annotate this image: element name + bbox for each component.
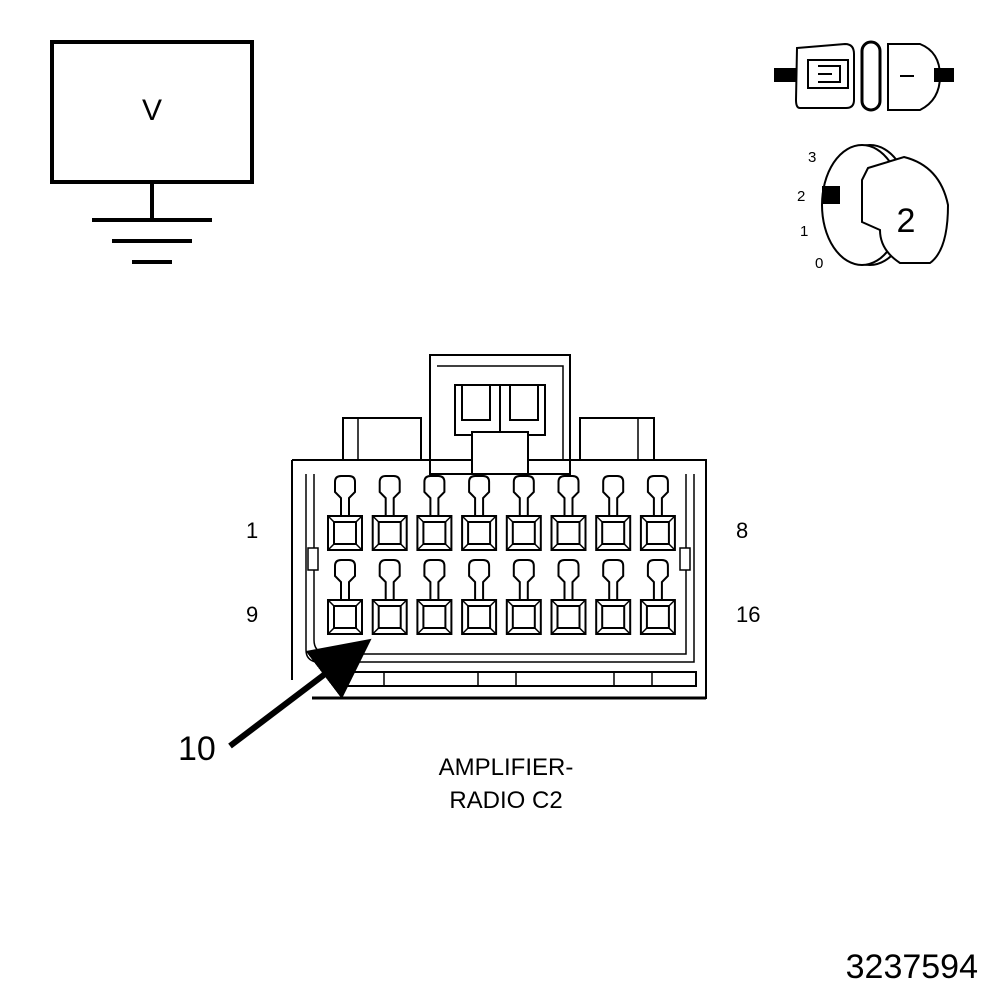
connector-title-line2: RADIO C2 — [449, 787, 562, 814]
key-position-0-label: 0 — [815, 255, 823, 272]
key-position-marker — [822, 186, 840, 204]
ground-icon — [92, 182, 212, 264]
ignition-key-icon: 3 2 1 0 2 — [797, 144, 950, 272]
connector-title-line1: AMPLIFIER- — [439, 754, 574, 781]
pin-cavity — [639, 475, 676, 551]
amplifier-radio-c2-connector: 1 8 9 16 — [246, 354, 760, 700]
pin-label-top-left: 1 — [246, 518, 258, 543]
connector-disconnect-icon — [774, 40, 954, 112]
pin-cavity — [505, 475, 542, 551]
voltmeter-label: V — [142, 94, 162, 127]
pin-cavity — [550, 475, 587, 551]
pin-cavity — [505, 559, 542, 635]
pin-cavity — [550, 559, 587, 635]
pin-cavity — [461, 559, 498, 635]
key-position-number: 2 — [897, 202, 916, 240]
pin-cavities — [327, 475, 676, 635]
key-position-3-label: 3 — [808, 149, 816, 166]
pin-label-bottom-right: 16 — [736, 602, 760, 627]
pin-cavity — [416, 559, 453, 635]
pin-cavity — [371, 559, 408, 635]
pin-cavity — [371, 475, 408, 551]
pin-cavity — [327, 475, 363, 551]
pin-cavity — [639, 559, 676, 635]
key-position-2-label: 2 — [797, 188, 805, 205]
pin-label-bottom-left: 9 — [246, 602, 258, 627]
callout-pin-number: 10 — [178, 730, 216, 768]
pin-cavity — [416, 475, 453, 551]
pin-10-callout: 10 — [178, 638, 372, 768]
pin-cavity — [461, 475, 498, 551]
callout-arrow — [228, 638, 372, 749]
voltmeter-box — [50, 40, 254, 184]
voltmeter-symbol: V — [50, 40, 254, 264]
figure-id: 3237594 — [846, 948, 978, 986]
pin-label-top-right: 8 — [736, 518, 748, 543]
key-position-1-label: 1 — [800, 223, 808, 240]
pin-cavity — [327, 559, 363, 635]
pin-cavity — [595, 559, 632, 635]
pin-cavity — [595, 475, 632, 551]
